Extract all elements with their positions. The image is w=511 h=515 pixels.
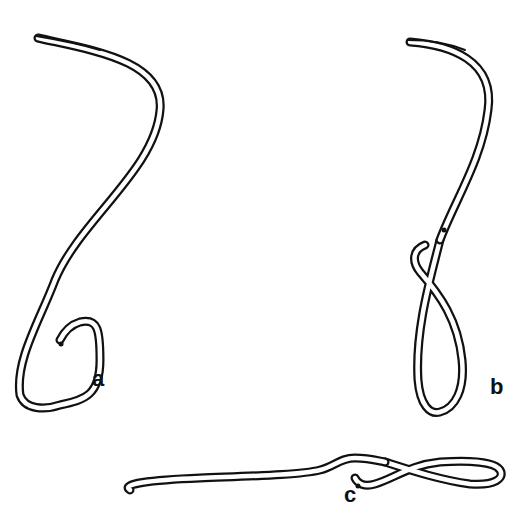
- ribbon-a: [19, 36, 160, 408]
- figure-letter: b: [490, 376, 503, 398]
- figure-letter: a: [92, 368, 104, 390]
- ribbon-c: [128, 458, 501, 490]
- figure-letter: c: [344, 484, 356, 506]
- ribbon-b: [408, 40, 489, 413]
- ribbon-figures: [19, 36, 501, 490]
